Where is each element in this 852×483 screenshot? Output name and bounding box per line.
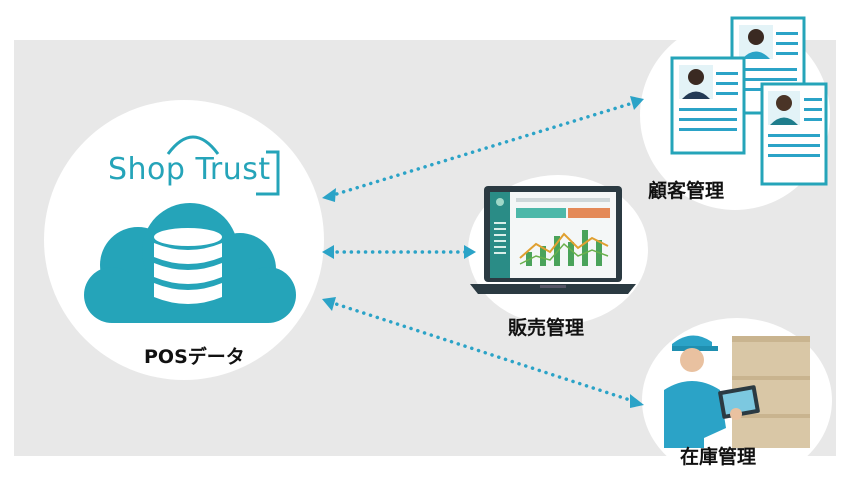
- arrowhead-customer-left: [322, 188, 336, 202]
- arrowhead-sales-left: [322, 245, 334, 259]
- logo-arch-icon: [166, 135, 220, 155]
- logo-text: Shop Trust: [108, 152, 271, 187]
- cloud-database-icon: [84, 203, 296, 323]
- inventory-label: 在庫管理: [680, 446, 757, 468]
- sales-label: 販売管理: [508, 317, 585, 339]
- connector-customer: [328, 100, 638, 198]
- worker-with-tablet-icon: [664, 335, 810, 448]
- arrowhead-sales-right: [464, 245, 476, 259]
- connector-inventory: [328, 300, 638, 404]
- arrowhead-inventory-left: [322, 297, 336, 311]
- logo-bracket-icon: [256, 150, 280, 196]
- laptop-dashboard-icon: [470, 186, 636, 294]
- customer-profile-cards-icon: [670, 16, 828, 186]
- arrowhead-customer-right: [630, 96, 644, 110]
- hub-label: POSデータ: [144, 346, 245, 368]
- arrowhead-inventory-right: [630, 394, 644, 408]
- customer-label: 顧客管理: [648, 180, 725, 202]
